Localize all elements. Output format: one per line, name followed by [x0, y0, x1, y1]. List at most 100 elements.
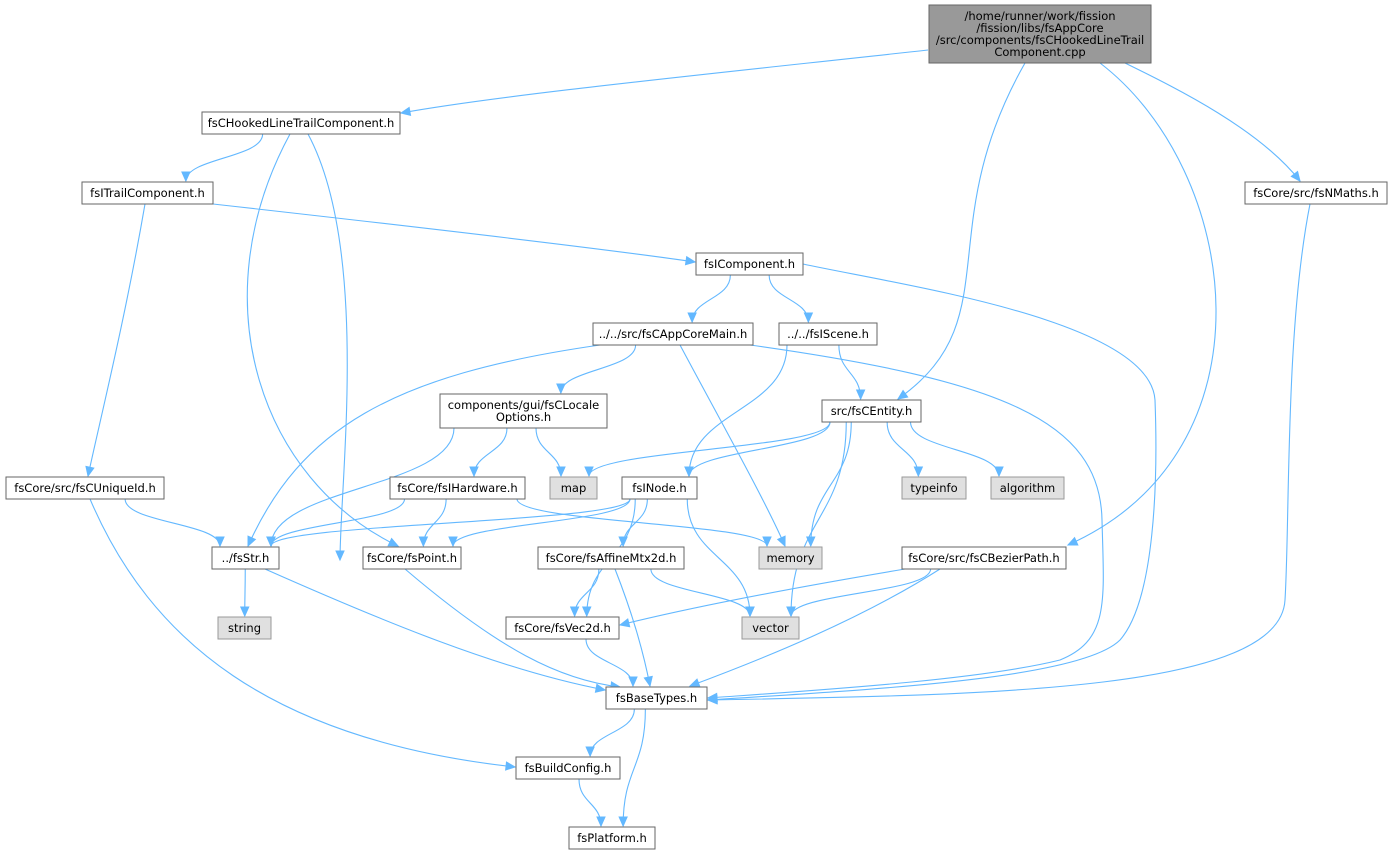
node-box-icomponent [695, 252, 804, 276]
arrowhead-appcoremain-to-str [247, 535, 257, 548]
edge-affine-to-vector [650, 568, 751, 617]
node-itrail[interactable]: fsITrailComponent.h [81, 181, 214, 205]
node-vec2d[interactable]: fsCore/fsVec2d.h [505, 616, 620, 640]
arrowhead-root-to-bezier [1066, 536, 1079, 546]
arrowhead-uniqueid-to-str [215, 536, 225, 548]
node-affine[interactable]: fsCore/fsAffineMtx2d.h [537, 546, 685, 570]
arrowhead-root-to-centity [896, 389, 909, 400]
arrowhead-hooked_h-to-itrail [181, 171, 191, 183]
node-label-inode: fsINode.h [632, 481, 686, 495]
arrowhead-str-to-string [239, 606, 250, 618]
edge-hooked_h-to-point [246, 133, 399, 547]
arrowhead-itrail-to-uniqueid [85, 465, 95, 478]
node-box-hooked_h [201, 111, 401, 135]
node-label-iscene: ../../fsIScene.h [787, 327, 869, 341]
arrowhead-hooked_h-to-point [387, 537, 400, 547]
node-hooked_h[interactable]: fsCHookedLineTrailComponent.h [201, 111, 401, 135]
arrowhead-bezier-to-vector [786, 606, 796, 618]
edge-nmaths-to-basetypes [707, 203, 1311, 701]
node-label-basetypes: fsBaseTypes.h [616, 691, 697, 705]
arrowhead-basetypes-to-platform [618, 816, 628, 828]
node-point[interactable]: fsCore/fsPoint.h [362, 546, 462, 570]
edge-appcoremain-to-str [247, 344, 601, 547]
arrowhead-uniqueid-to-buildconfig [505, 761, 517, 771]
edge-centity-to-vector [790, 421, 847, 617]
edge-centity-to-inode [688, 421, 831, 477]
node-algorithm: algorithm [990, 476, 1065, 500]
node-label-appcoremain: ../../src/fsCAppCoreMain.h [599, 327, 748, 341]
arrowhead-centity-to-inode [684, 466, 694, 478]
node-bezier[interactable]: fsCore/src/fsCBezierPath.h [901, 546, 1067, 570]
edge-icomponent-to-iscene [768, 274, 809, 323]
node-label-root: /fission/libs/fsAppCore [976, 21, 1103, 35]
arrowhead-centity-to-memory [805, 536, 816, 548]
arrowhead-ihardware-to-memory [762, 536, 772, 548]
node-box-vec2d [505, 616, 620, 640]
node-iscene[interactable]: ../../fsIScene.h [778, 322, 878, 346]
node-label-point: fsCore/fsPoint.h [367, 551, 457, 565]
node-label-root: /home/runner/work/fission [964, 9, 1115, 23]
node-label-bezier: fsCore/src/fsCBezierPath.h [908, 551, 1059, 565]
edge-centity-to-memory [810, 421, 852, 547]
node-buildconfig[interactable]: fsBuildConfig.h [515, 756, 621, 780]
node-map: map [549, 476, 598, 500]
node-platform[interactable]: fsPlatform.h [568, 826, 656, 850]
edge-locale-to-ihardware [473, 427, 508, 477]
edge-root-to-bezier [1067, 62, 1217, 546]
node-label-algorithm: algorithm [1000, 481, 1056, 495]
arrowhead-inode-to-vec2d [581, 606, 592, 618]
node-icomponent[interactable]: fsIComponent.h [695, 252, 804, 276]
node-box-centity [821, 399, 922, 423]
node-box-buildconfig [515, 756, 621, 780]
edge-uniqueid-to-buildconfig [89, 498, 516, 768]
node-box-root [928, 4, 1152, 64]
arrowhead-appcoremain-to-basetypes [706, 692, 718, 703]
arrowhead-centity-to-algorithm [994, 466, 1004, 478]
node-box-basetypes [605, 686, 708, 710]
node-basetypes[interactable]: fsBaseTypes.h [605, 686, 708, 710]
node-label-hooked_h: fsCHookedLineTrailComponent.h [208, 116, 395, 130]
edge-uniqueid-to-str [124, 498, 221, 547]
node-nmaths[interactable]: fsCore/src/fsNMaths.h [1244, 181, 1388, 205]
edge-appcoremain-to-locale [560, 344, 637, 394]
node-inode[interactable]: fsINode.h [621, 476, 698, 500]
node-label-platform: fsPlatform.h [577, 831, 646, 845]
node-root: /home/runner/work/fission/fission/libs/f… [928, 4, 1152, 64]
node-label-itrail: fsITrailComponent.h [90, 186, 205, 200]
node-label-uniqueid: fsCore/src/fsCUniqueId.h [14, 481, 155, 495]
node-label-ihardware: fsCore/fsIHardware.h [397, 481, 517, 495]
arrowhead-bezier-to-basetypes [688, 678, 701, 688]
arrowhead-affine-to-basetypes [643, 675, 653, 688]
arrowhead-appcoremain-to-locale [556, 383, 566, 395]
edge-ihardware-to-memory [516, 498, 768, 547]
node-label-typeinfo: typeinfo [910, 481, 957, 495]
arrowhead-affine-to-vector [745, 606, 755, 618]
nodes-layer: /home/runner/work/fission/fission/libs/f… [5, 4, 1388, 850]
edge-hooked_h-to-itrail [185, 133, 264, 182]
edge-basetypes-to-platform [622, 708, 646, 827]
arrowhead-icomponent-to-appcoremain [687, 312, 697, 324]
node-label-icomponent: fsIComponent.h [704, 257, 795, 271]
arrowhead-iscene-to-centity [855, 389, 866, 401]
node-str[interactable]: ../fsStr.h [211, 546, 280, 570]
arrowhead-affine-to-vec2d [569, 606, 580, 618]
node-uniqueid[interactable]: fsCore/src/fsCUniqueId.h [5, 476, 165, 500]
edge-hooked_h-to-vec2d [307, 133, 348, 561]
edge-icomponent-to-basetypes [707, 263, 1157, 701]
node-ihardware[interactable]: fsCore/fsIHardware.h [389, 476, 526, 500]
edge-appcoremain-to-basetypes [707, 344, 1104, 699]
node-box-platform [568, 826, 656, 850]
node-label-map: map [561, 481, 587, 495]
node-appcoremain[interactable]: ../../src/fsCAppCoreMain.h [592, 322, 754, 346]
node-string: string [217, 616, 272, 640]
node-label-locale: components/gui/fsCLocale [448, 398, 600, 412]
node-typeinfo: typeinfo [901, 476, 967, 500]
edge-root-to-centity [897, 62, 1026, 400]
node-box-affine [537, 546, 685, 570]
edge-basetypes-to-buildconfig [589, 708, 635, 757]
node-centity[interactable]: src/fsCEntity.h [821, 399, 922, 423]
node-label-affine: fsCore/fsAffineMtx2d.h [546, 551, 677, 565]
arrowhead-root-to-hooked_h [399, 106, 412, 116]
arrowhead-centity-to-map [584, 466, 594, 478]
